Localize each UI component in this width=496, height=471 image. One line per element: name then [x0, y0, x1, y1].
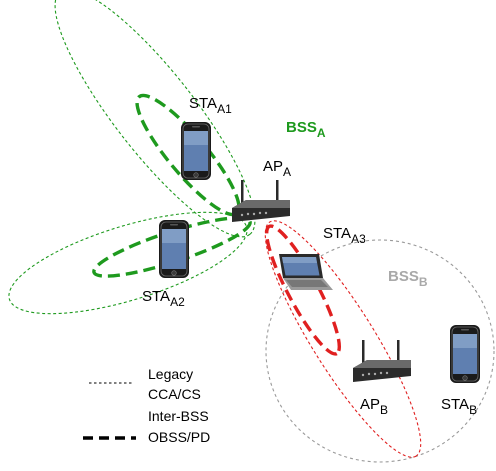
- bss-b-coverage-circle: [265, 239, 495, 463]
- legacy-range-sta-a3: [264, 220, 422, 458]
- bss-b-label: BSSB: [388, 268, 428, 289]
- wireless-router-icon: [232, 180, 290, 222]
- legend-inter-bss-label-line1: Inter-BSS: [148, 408, 209, 424]
- wireless-router-icon: [353, 340, 411, 382]
- smartphone-icon: [180, 121, 212, 181]
- sta-b-label: STAB: [441, 396, 477, 417]
- laptop-icon: [279, 254, 333, 290]
- legend-legacy-label-line2: CCA/CS: [148, 386, 201, 402]
- legend-legacy-label-line1: Legacy: [148, 366, 193, 382]
- legend-inter-bss-label-line2: OBSS/PD: [148, 429, 210, 445]
- sta-a2-label: STAA2: [142, 288, 185, 309]
- legacy-range-sta-a2: [8, 211, 248, 315]
- smartphone-icon: [158, 219, 190, 279]
- bss-a-label: BSSA: [286, 119, 326, 140]
- legend: Legacy CCA/CS Inter-BSS OBSS/PD: [83, 366, 210, 445]
- ap-a-label: APA: [263, 158, 291, 179]
- ap-b-label: APB: [360, 396, 388, 417]
- sta-a3-label: STAA3: [323, 225, 366, 246]
- smartphone-icon: [449, 324, 481, 384]
- sta-a1-label: STAA1: [189, 95, 232, 116]
